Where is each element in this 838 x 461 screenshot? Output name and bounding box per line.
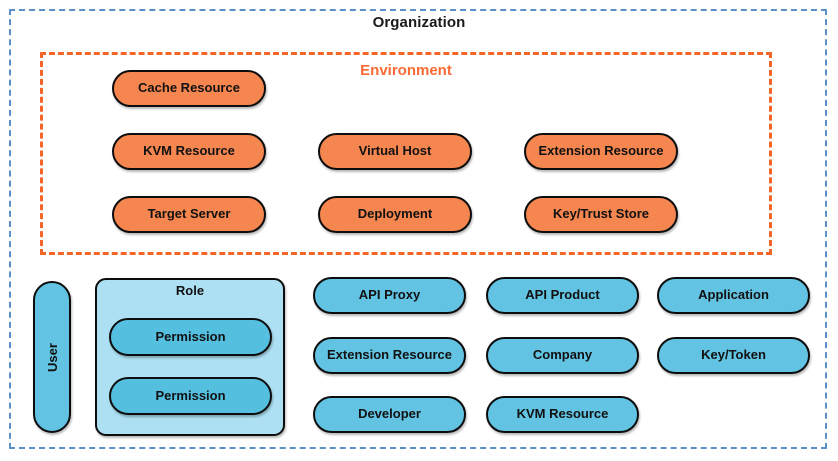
node-user-label: User [44, 342, 60, 372]
node-label: Deployment [357, 206, 433, 222]
node-extension-resource[interactable]: Extension Resource [313, 337, 466, 374]
node-label: Extension Resource [327, 347, 452, 363]
node-label: API Proxy [358, 287, 421, 303]
node-label: Target Server [147, 206, 231, 222]
page-title: Organization [372, 14, 466, 31]
environment-label: Environment [360, 62, 452, 79]
node-label: Developer [358, 406, 421, 422]
node-permission[interactable]: Permission [109, 377, 272, 415]
organization-boundary [9, 9, 827, 449]
node-label: Permission [155, 328, 226, 344]
node-target-server[interactable]: Target Server [112, 196, 266, 233]
node-api-product[interactable]: API Product [486, 277, 639, 314]
node-label: Permission [155, 387, 226, 403]
node-extension-resource[interactable]: Extension Resource [524, 133, 678, 170]
node-api-proxy[interactable]: API Proxy [313, 277, 466, 314]
node-deployment[interactable]: Deployment [318, 196, 472, 233]
node-cache-resource[interactable]: Cache Resource [112, 70, 266, 107]
node-label: KVM Resource [516, 406, 609, 422]
node-kvm-resource[interactable]: KVM Resource [486, 396, 639, 433]
role-group-label: Role [175, 283, 205, 298]
node-label: Key/Trust Store [552, 206, 650, 222]
node-label: Virtual Host [358, 143, 432, 159]
node-virtual-host[interactable]: Virtual Host [318, 133, 472, 170]
node-key-trust-store[interactable]: Key/Trust Store [524, 196, 678, 233]
node-label: Company [532, 347, 593, 363]
node-permission[interactable]: Permission [109, 318, 272, 356]
node-key-token[interactable]: Key/Token [657, 337, 810, 374]
node-label: Cache Resource [138, 80, 240, 96]
node-company[interactable]: Company [486, 337, 639, 374]
node-label: Application [698, 287, 769, 303]
node-application[interactable]: Application [657, 277, 810, 314]
node-label: Extension Resource [538, 143, 664, 159]
environment-boundary [40, 52, 772, 255]
node-developer[interactable]: Developer [313, 396, 466, 433]
node-label: API Product [525, 287, 600, 303]
node-user[interactable]: User [33, 281, 71, 433]
node-label: KVM Resource [143, 143, 235, 159]
node-kvm-resource[interactable]: KVM Resource [112, 133, 266, 170]
node-label: Key/Token [701, 347, 766, 363]
